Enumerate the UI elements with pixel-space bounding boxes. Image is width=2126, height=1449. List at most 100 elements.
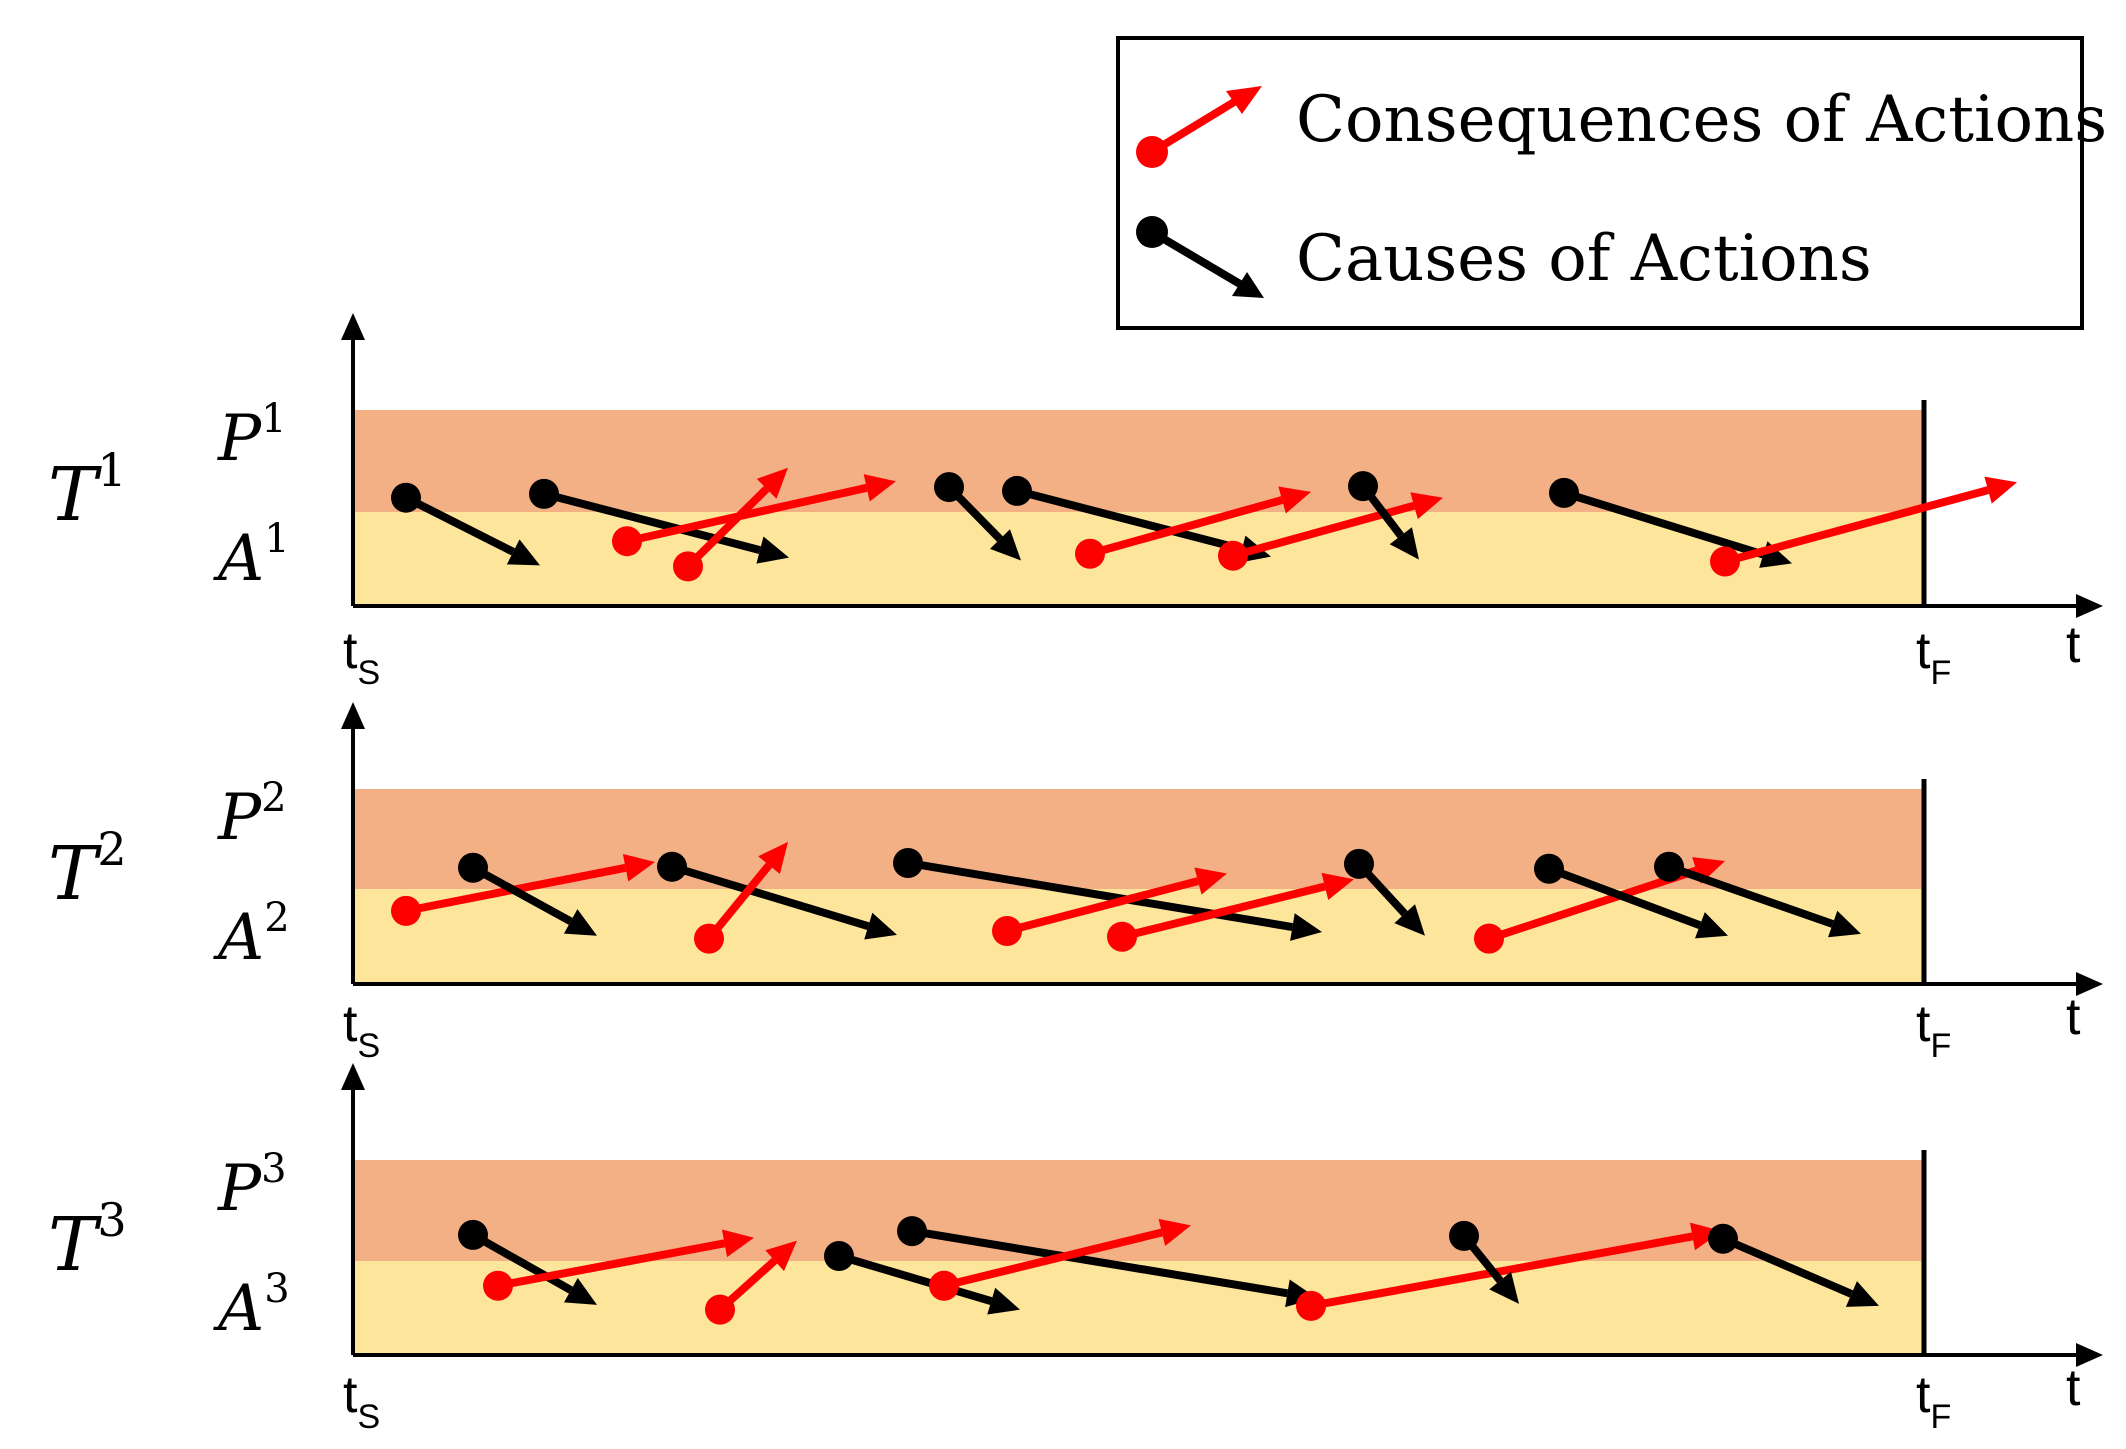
arrow-head (1489, 1271, 1519, 1304)
cause-arrow (458, 1219, 597, 1305)
arrow-head (1828, 910, 1861, 938)
task-label: T1 (48, 443, 127, 538)
cause-arrow (1348, 471, 1419, 560)
arrow-origin-dot (1107, 921, 1137, 952)
arrow-origin-dot (1534, 853, 1564, 884)
arrow-head (756, 536, 789, 564)
start-time-label: tS (343, 1366, 380, 1436)
arrow-origin-dot (1474, 923, 1504, 954)
arrow-shaft (1005, 877, 1199, 935)
cause-arrow (1549, 477, 1792, 568)
start-time-label: tS (343, 995, 380, 1065)
arrow-origin-dot (458, 1219, 488, 1250)
perception-label: P1 (217, 396, 287, 476)
arrow-shaft (907, 859, 1294, 931)
action-label: A3 (213, 1266, 290, 1346)
arrow-head (1278, 486, 1311, 514)
cause-arrow (824, 1241, 1020, 1315)
time-axes (341, 702, 2103, 996)
arrow-head (987, 1287, 1020, 1315)
consequence-arrow (705, 1240, 797, 1325)
arrow-shaft (1487, 866, 1698, 943)
arrow-shaft (1723, 486, 1990, 566)
timeline-panel-1: T1 P1 A1 tS tF t (48, 313, 2103, 692)
time-axes (341, 313, 2103, 618)
task-label: T2 (48, 822, 127, 917)
arrow-shaft (404, 494, 516, 556)
arrow-origin-dot (705, 1294, 735, 1325)
consequence-arrow (694, 841, 788, 954)
arrow-head (990, 529, 1021, 561)
arrow-origin-dot (934, 472, 964, 503)
arrow-shaft (1547, 864, 1702, 930)
arrow-origin-dot (929, 1270, 959, 1301)
cause-arrow (1654, 851, 1861, 938)
cause-arrow (1708, 1223, 1879, 1307)
cause-arrow (897, 1216, 1317, 1308)
time-axis-label: t (2066, 988, 2081, 1046)
arrow-origin-dot (1708, 1223, 1738, 1254)
arrow-origin-dot (1710, 546, 1740, 577)
cause-arrow (1449, 1220, 1519, 1304)
arrow-head (863, 474, 896, 502)
cause-arrow (391, 482, 540, 566)
arrow-origin-dot (1002, 475, 1032, 506)
arrow-shaft (1562, 489, 1765, 559)
arrow-origin-dot (694, 923, 724, 954)
arrow-head (721, 1229, 754, 1258)
arrow-origin-dot (1654, 851, 1684, 882)
arrow-origin-dot (1344, 848, 1374, 879)
arrow-head (1394, 904, 1425, 936)
end-time-label: tF (1916, 622, 1951, 692)
arrow-head (563, 1277, 597, 1305)
arrow-shaft (626, 483, 868, 546)
arrow-shaft (670, 862, 870, 930)
legend: Consequences of Actions Causes of Action… (1116, 36, 2107, 330)
perception-label: P2 (217, 775, 287, 855)
arrow-head (563, 909, 597, 936)
end-time-label: tF (1916, 995, 1951, 1065)
arrow-origin-dot (1348, 471, 1378, 502)
arrow-layer (391, 841, 1861, 954)
arrow-shaft (911, 1227, 1289, 1298)
arrow-origin-dot (1549, 477, 1579, 508)
consequence-arrow (1075, 486, 1311, 569)
cause-arrow (1534, 853, 1728, 939)
arrow-head (1845, 1281, 1879, 1307)
consequence-arrow (612, 474, 896, 557)
action-band (353, 512, 1924, 606)
arrow-head (1321, 872, 1354, 901)
arrow-origin-dot (824, 1241, 854, 1271)
legend-box (1116, 36, 2084, 330)
arrow-origin-dot (529, 478, 559, 509)
timeline-panel-3: T3 P3 A3 tS tF t (48, 1063, 2103, 1436)
arrow-origin-dot (1296, 1290, 1326, 1321)
arrow-shaft (542, 489, 761, 554)
arrow-head (1984, 476, 2017, 504)
perception-band (353, 410, 1924, 512)
task-label: T3 (48, 1193, 127, 1288)
arrow-origin-dot (657, 851, 687, 882)
cause-arrow (657, 851, 897, 940)
arrow-head (1290, 913, 1322, 941)
time-axis-label: t (2066, 1359, 2081, 1417)
perception-band (353, 1160, 1924, 1261)
arrow-head (1158, 1218, 1191, 1247)
arrow-head (765, 1240, 797, 1272)
arrow-shaft (1015, 487, 1243, 554)
cause-arrow (1344, 848, 1425, 936)
arrow-head (864, 912, 897, 940)
consequence-arrow (1710, 476, 2017, 577)
arrow-shaft (471, 1231, 573, 1294)
arrow-origin-dot (612, 526, 642, 557)
end-time-label: tF (1916, 1366, 1951, 1436)
arrow-origin-dot (1449, 1220, 1479, 1251)
arrow-head (1694, 912, 1728, 939)
consequence-arrow (483, 1229, 754, 1301)
arrow-origin-dot (483, 1270, 513, 1301)
arrow-origin-dot (391, 482, 421, 513)
arrow-shaft (471, 864, 573, 925)
consequence-arrow (1107, 872, 1354, 952)
action-label: A1 (213, 516, 290, 596)
